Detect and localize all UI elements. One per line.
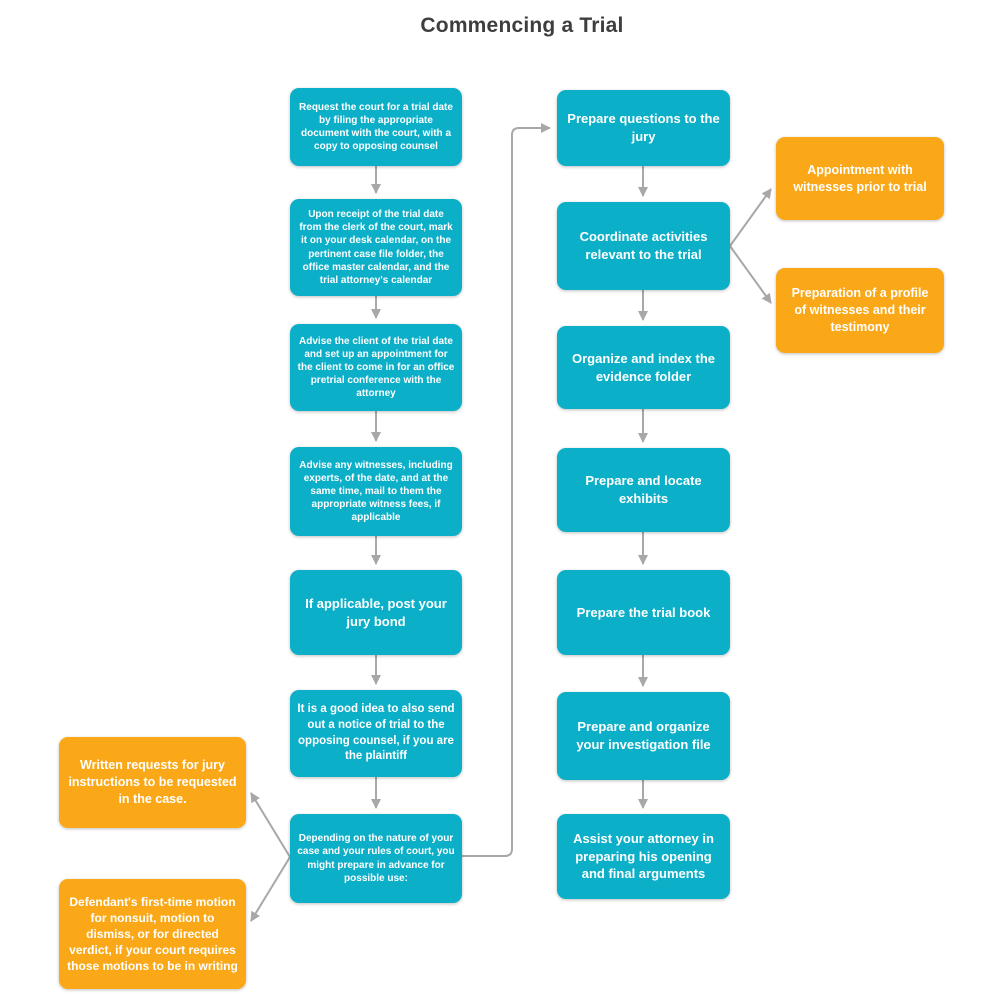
node-assist-attorney-arguments: Assist your attorney in preparing his op… [557,814,730,899]
node-organize-evidence-folder: Organize and index the evidence folder [557,326,730,409]
connector-r2-o1 [729,188,772,247]
node-prepare-trial-book: Prepare the trial book [557,570,730,655]
connector-l7-o3 [250,792,291,858]
node-written-jury-instructions: Written requests for jury instructions t… [59,737,246,828]
node-coordinate-activities: Coordinate activities relevant to the tr… [557,202,730,290]
node-witness-profile-preparation: Preparation of a profile of witnesses an… [776,268,944,353]
node-defendant-motions: Defendant's first-time motion for nonsui… [59,879,246,989]
node-appointment-with-witnesses: Appointment with witnesses prior to tria… [776,137,944,220]
node-prepare-locate-exhibits: Prepare and locate exhibits [557,448,730,532]
connector-l7-o4 [250,856,291,922]
node-notice-of-trial: It is a good idea to also send out a not… [290,690,462,777]
node-post-jury-bond: If applicable, post your jury bond [290,570,462,655]
node-advise-client: Advise the client of the trial date and … [290,324,462,411]
node-prepare-investigation-file: Prepare and organize your investigation … [557,692,730,780]
node-prepare-jury-questions: Prepare questions to the jury [557,90,730,166]
connector-r2-o2 [729,245,772,304]
connector-l7-r1 [462,123,551,857]
node-advise-witnesses: Advise any witnesses, including experts,… [290,447,462,536]
node-calendar-marking: Upon receipt of the trial date from the … [290,199,462,296]
node-prepare-in-advance: Depending on the nature of your case and… [290,814,462,903]
node-request-trial-date: Request the court for a trial date by fi… [290,88,462,166]
diagram-title: Commencing a Trial [420,14,624,37]
